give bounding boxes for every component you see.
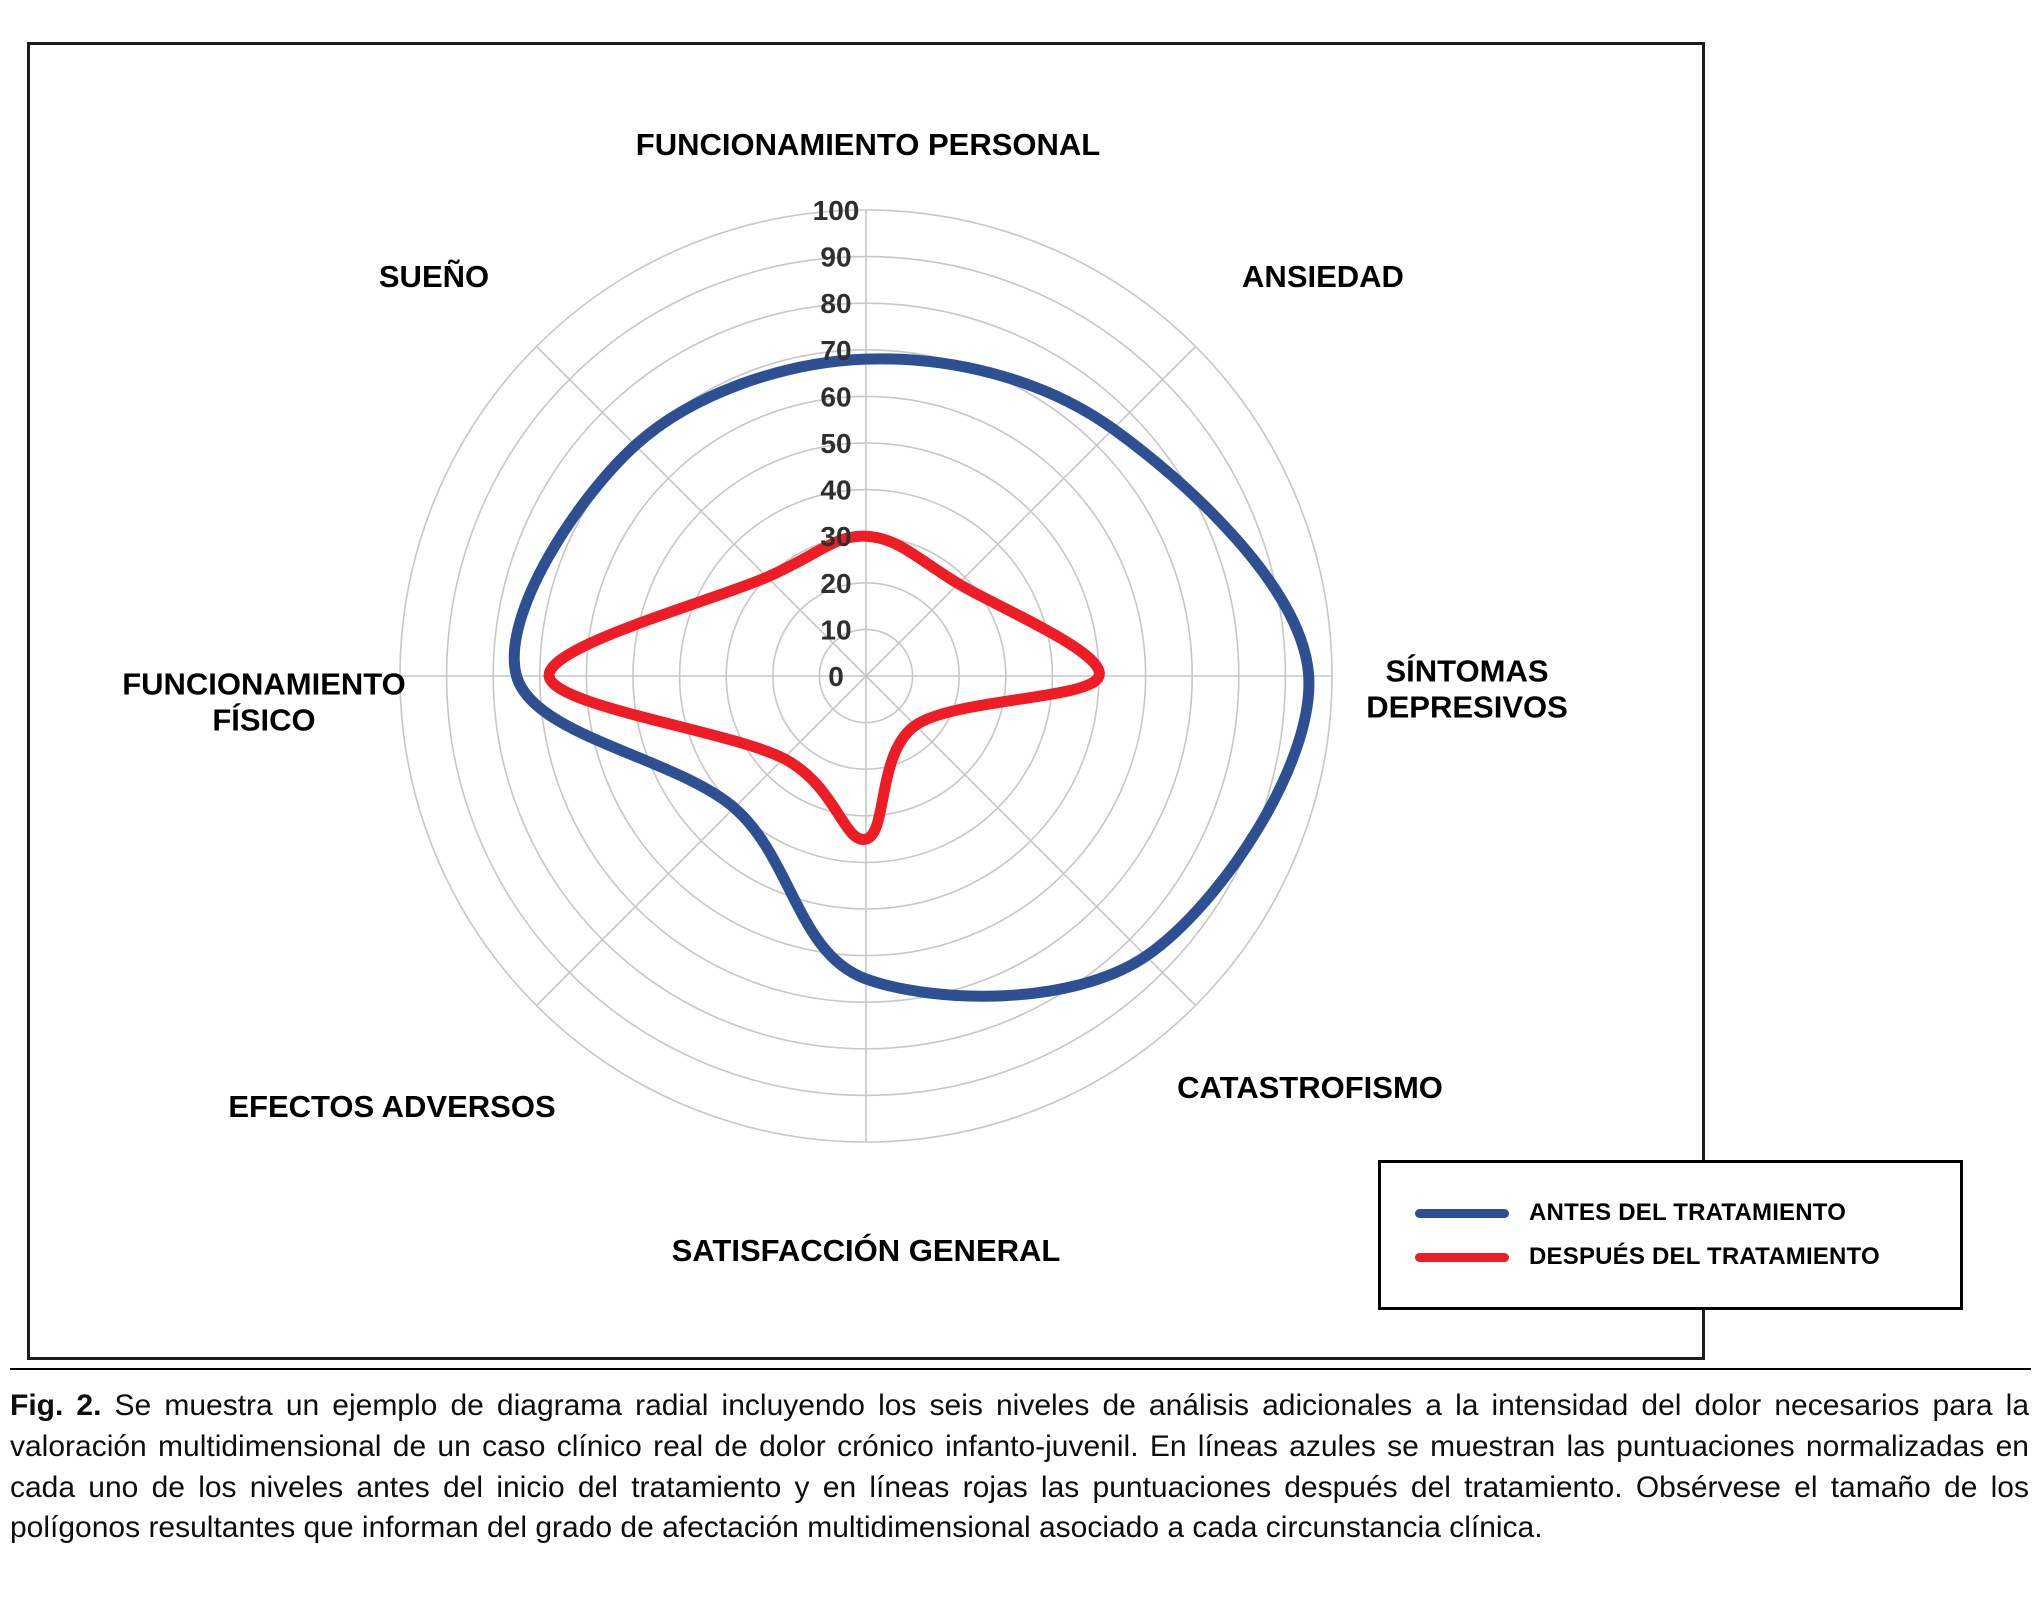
legend-label-despues: DESPUÉS DEL TRATAMIENTO <box>1529 1243 1880 1270</box>
series-line-antes <box>508 353 1315 1002</box>
radial-tick-label: 40 <box>820 475 851 506</box>
radial-tick-label: 90 <box>820 242 851 273</box>
axis-label-sueno: SUEÑO <box>378 259 490 295</box>
radial-tick-label: 70 <box>820 335 851 366</box>
radar-spoke <box>865 345 1197 677</box>
legend-label-antes: ANTES DEL TRATAMIENTO <box>1529 1199 1847 1226</box>
axis-label-sintomas-depresivos: SÍNTOMAS DEPRESIVOS <box>1366 653 1568 724</box>
axis-label-ansiedad: ANSIEDAD <box>1242 259 1404 295</box>
radial-tick-label: 80 <box>820 288 851 319</box>
series-line-despues <box>543 530 1105 845</box>
radial-tick-label: 60 <box>820 381 851 412</box>
radar-spoke <box>865 675 1197 1007</box>
axis-label-catastrofismo: CATASTROFISMO <box>1177 1070 1443 1106</box>
axis-label-funcionamiento-fisico: FUNCIONAMIENTO FÍSICO <box>122 666 406 737</box>
radial-tick-label: 20 <box>820 568 851 599</box>
radar-spoke <box>535 675 867 1007</box>
axis-label-satisfaccion-general: SATISFACCIÓN GENERAL <box>671 1233 1061 1269</box>
antes-line-swatch <box>1415 1208 1509 1218</box>
radial-tick-label: 10 <box>820 614 851 645</box>
chart-legend: ANTES DEL TRATAMIENTO DESPUÉS DEL TRATAM… <box>1378 1160 1963 1310</box>
radial-tick-label: 0 <box>828 661 844 692</box>
legend-item-antes: ANTES DEL TRATAMIENTO <box>1415 1199 1960 1227</box>
axis-label-efectos-adversos: EFECTOS ADVERSOS <box>228 1089 556 1125</box>
radar-spoke <box>535 345 867 677</box>
radial-tick-label: 100 <box>813 195 860 226</box>
despues-line-swatch <box>1415 1252 1509 1262</box>
radial-tick-label: 50 <box>820 428 851 459</box>
radial-tick-label: 30 <box>820 521 851 552</box>
figure-caption: Fig. 2. Se muestra un ejemplo de diagram… <box>10 1386 2029 1549</box>
caption-text: Se muestra un ejemplo de diagrama radial… <box>10 1389 2030 1545</box>
legend-item-despues: DESPUÉS DEL TRATAMIENTO <box>1415 1243 1960 1271</box>
caption-divider <box>10 1368 2031 1370</box>
figure-number: Fig. 2. <box>10 1389 102 1422</box>
axis-label-funcionamiento-personal: FUNCIONAMIENTO PERSONAL <box>635 127 1101 163</box>
